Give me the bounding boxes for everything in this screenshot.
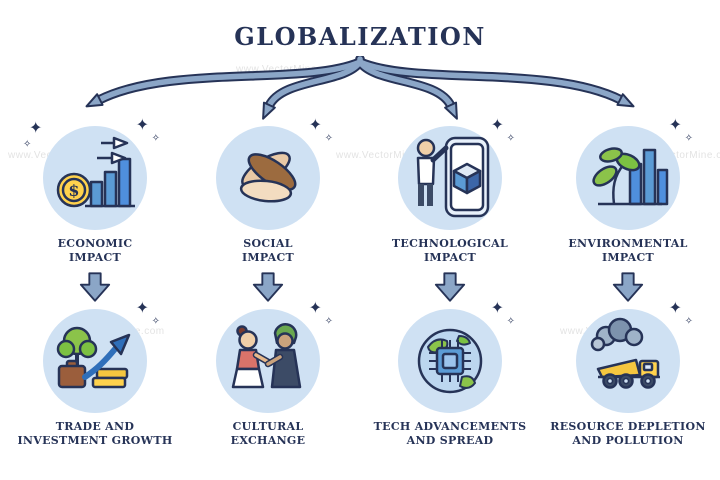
impact-label-economic: ECONOMIC IMPACT xyxy=(57,237,133,265)
person-smartphone-cube-icon xyxy=(416,136,490,218)
sparkle-icon: ✧ xyxy=(684,133,693,144)
sparkle-icon: ✦ xyxy=(668,298,682,317)
branch-arrows xyxy=(85,56,635,120)
down-arrow-icon xyxy=(434,272,466,302)
economic-impact-illustration: $ ✦ ✧ ✦ ✧ xyxy=(23,117,160,230)
outcome-label-technological: TECH ADVANCEMENTS AND SPREAD xyxy=(373,420,527,448)
social-impact-illustration: ✦ ✧ xyxy=(216,117,333,230)
sparkle-icon: ✦ xyxy=(135,298,149,317)
technological-impact-illustration: ✦ ✧ xyxy=(398,117,515,230)
column-environmental: ✦ ✧ ENVIRONMENTAL IMPACT xyxy=(543,117,713,450)
down-arrow-icon xyxy=(79,272,111,302)
dump-truck-smoke-icon xyxy=(590,317,660,389)
sparkle-icon: ✦ xyxy=(490,115,504,134)
tree-suitcase-money-growth-icon xyxy=(56,326,131,389)
cultural-exchange-illustration: ✦ ✧ xyxy=(216,300,333,413)
sparkle-icon: ✦ xyxy=(490,298,504,317)
bar-chart-dollar-coin-icon: $ xyxy=(56,136,135,208)
resource-depletion-illustration: ✦ ✧ xyxy=(576,300,693,413)
sparkle-icon: ✧ xyxy=(684,316,693,327)
watermark: www.VectorMine.com xyxy=(632,150,720,161)
sparkle-icon: ✦ xyxy=(135,115,149,134)
sparkle-icon: ✧ xyxy=(324,133,333,144)
sparkle-icon: ✦ xyxy=(668,115,682,134)
column-economic: $ ✦ ✧ ✦ ✧ ECONOMIC IMPACT xyxy=(10,117,180,450)
sparkle-icon: ✧ xyxy=(324,316,333,327)
page-title: GLOBALIZATION xyxy=(234,22,486,51)
outcome-label-environmental: RESOURCE DEPLETION AND POLLUTION xyxy=(550,420,706,448)
impact-label-social: SOCIAL IMPACT xyxy=(241,237,295,265)
sparkle-icon: ✧ xyxy=(506,316,515,327)
sparkle-icon: ✦ xyxy=(308,298,322,317)
cpu-chip-globe-icon xyxy=(417,328,483,394)
sparkle-icon: ✧ xyxy=(506,133,515,144)
sparkle-icon: ✧ xyxy=(151,133,160,144)
outcome-label-social: CULTURAL EXCHANGE xyxy=(230,420,306,448)
tech-advancements-illustration: ✦ ✧ xyxy=(398,300,515,413)
sparkle-icon: ✦ xyxy=(29,118,43,137)
environmental-impact-illustration: ✦ ✧ xyxy=(576,117,693,230)
down-arrow-icon xyxy=(612,272,644,302)
impact-label-technological: TECHNOLOGICAL IMPACT xyxy=(391,237,509,265)
outcome-label-economic: TRADE AND INVESTMENT GROWTH xyxy=(17,420,173,448)
down-arrow-icon xyxy=(252,272,284,302)
trade-growth-illustration: ✦ ✧ xyxy=(43,300,160,413)
column-social: ✦ ✧ SOCIAL IMPACT xyxy=(183,117,353,450)
column-technological: ✦ ✧ TECHNOLOGICAL IMPACT xyxy=(365,117,535,450)
sparkle-icon: ✧ xyxy=(151,316,160,327)
two-people-handshake-icon xyxy=(231,323,302,389)
impact-label-environmental: ENVIRONMENTAL IMPACT xyxy=(568,237,688,265)
plant-leaves-bars-icon xyxy=(592,147,669,206)
watermark: www.VectorMine.com xyxy=(336,150,441,161)
dollar-sign: $ xyxy=(68,181,79,200)
sparkle-icon: ✦ xyxy=(308,115,322,134)
sparkle-icon: ✧ xyxy=(23,139,32,150)
clasped-hands-icon xyxy=(239,151,297,203)
